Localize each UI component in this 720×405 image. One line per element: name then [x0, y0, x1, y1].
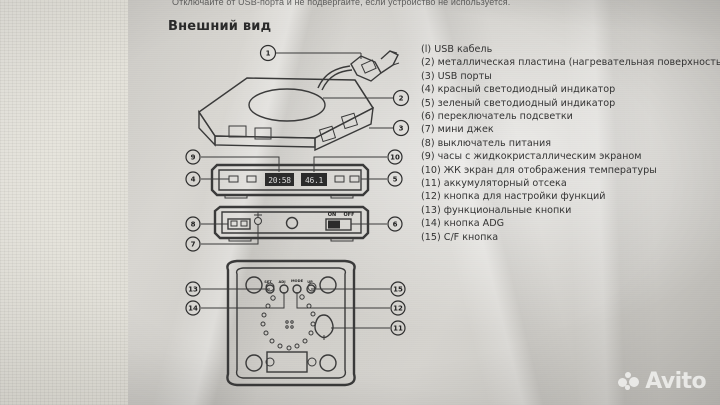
figure-side-panel: ON OFF 8 7 6: [185, 203, 410, 253]
legend-item: (14) кнопка ADG: [421, 218, 505, 230]
legend-item: (10) ЖК экран для отображения температур…: [421, 164, 657, 176]
svg-text:11: 11: [393, 325, 403, 333]
legend-item: (9) часы с жидкокристаллическим экраном: [421, 151, 642, 163]
figure-device-top: 1 2 3: [185, 42, 420, 152]
legend-item: (8) выключатель питания: [421, 137, 551, 149]
svg-text:15: 15: [393, 286, 403, 294]
legend-item: (12) кнопка для настройки функций: [421, 191, 606, 203]
svg-text:2: 2: [399, 95, 404, 103]
figure-bottom-board: SET ADJ MODE UP: [185, 256, 417, 400]
legend-item: (15) C/F кнопка: [421, 231, 499, 243]
parts-legend-list: (l) USB кабель (2) металлическая пластин…: [421, 43, 720, 258]
svg-text:6: 6: [393, 221, 398, 229]
page-title: Внешний вид: [168, 19, 272, 34]
avito-watermark-label: Avito: [645, 369, 706, 394]
cut-off-body-text: Отключайте от USB-порта и не подвергайте…: [172, 0, 511, 7]
legend-item: (4) красный светодиодный индикатор: [421, 84, 616, 96]
avito-dots-logo-icon: [618, 372, 640, 392]
svg-text:UP: UP: [307, 280, 313, 284]
figure-front-panel: 20:58 46.1 9 4 10 5: [185, 148, 410, 206]
legend-item: (3) USB порты: [421, 70, 492, 82]
table-surface-backdrop: [0, 0, 140, 405]
svg-text:5: 5: [393, 176, 398, 184]
legend-item: (5) зеленый светодиодный индикатор: [421, 97, 616, 109]
svg-text:ON: ON: [328, 212, 336, 218]
svg-text:OFF: OFF: [343, 212, 354, 218]
svg-text:4: 4: [191, 176, 196, 184]
legend-item: (13) функциональные кнопки: [421, 204, 572, 216]
paper-grain-overlay: [128, 0, 720, 405]
svg-text:MODE: MODE: [291, 279, 304, 283]
svg-text:1: 1: [266, 50, 271, 58]
legend-item: (6) переключатель подсветки: [421, 111, 573, 123]
svg-text:7: 7: [191, 241, 196, 249]
legend-item: (2) металлическая пластина (нагревательн…: [421, 57, 720, 69]
legend-item: (l) USB кабель: [421, 44, 493, 55]
svg-text:3: 3: [399, 125, 404, 133]
svg-text:SET: SET: [264, 280, 272, 284]
legend-item: (11) аккумуляторный отсека: [421, 178, 567, 190]
svg-text:9: 9: [191, 154, 196, 162]
svg-text:8: 8: [191, 221, 196, 229]
temp-lcd-value: 46.1: [305, 176, 324, 185]
svg-text:ADJ: ADJ: [278, 280, 285, 284]
legend-item: (7) мини джек: [421, 124, 494, 136]
svg-text:13: 13: [188, 286, 198, 294]
svg-text:14: 14: [188, 305, 198, 313]
manual-page: [128, 0, 720, 405]
svg-text:12: 12: [393, 305, 403, 313]
clock-lcd-value: 20:58: [268, 176, 291, 185]
avito-watermark: Avito: [618, 369, 707, 394]
svg-text:10: 10: [390, 154, 400, 162]
